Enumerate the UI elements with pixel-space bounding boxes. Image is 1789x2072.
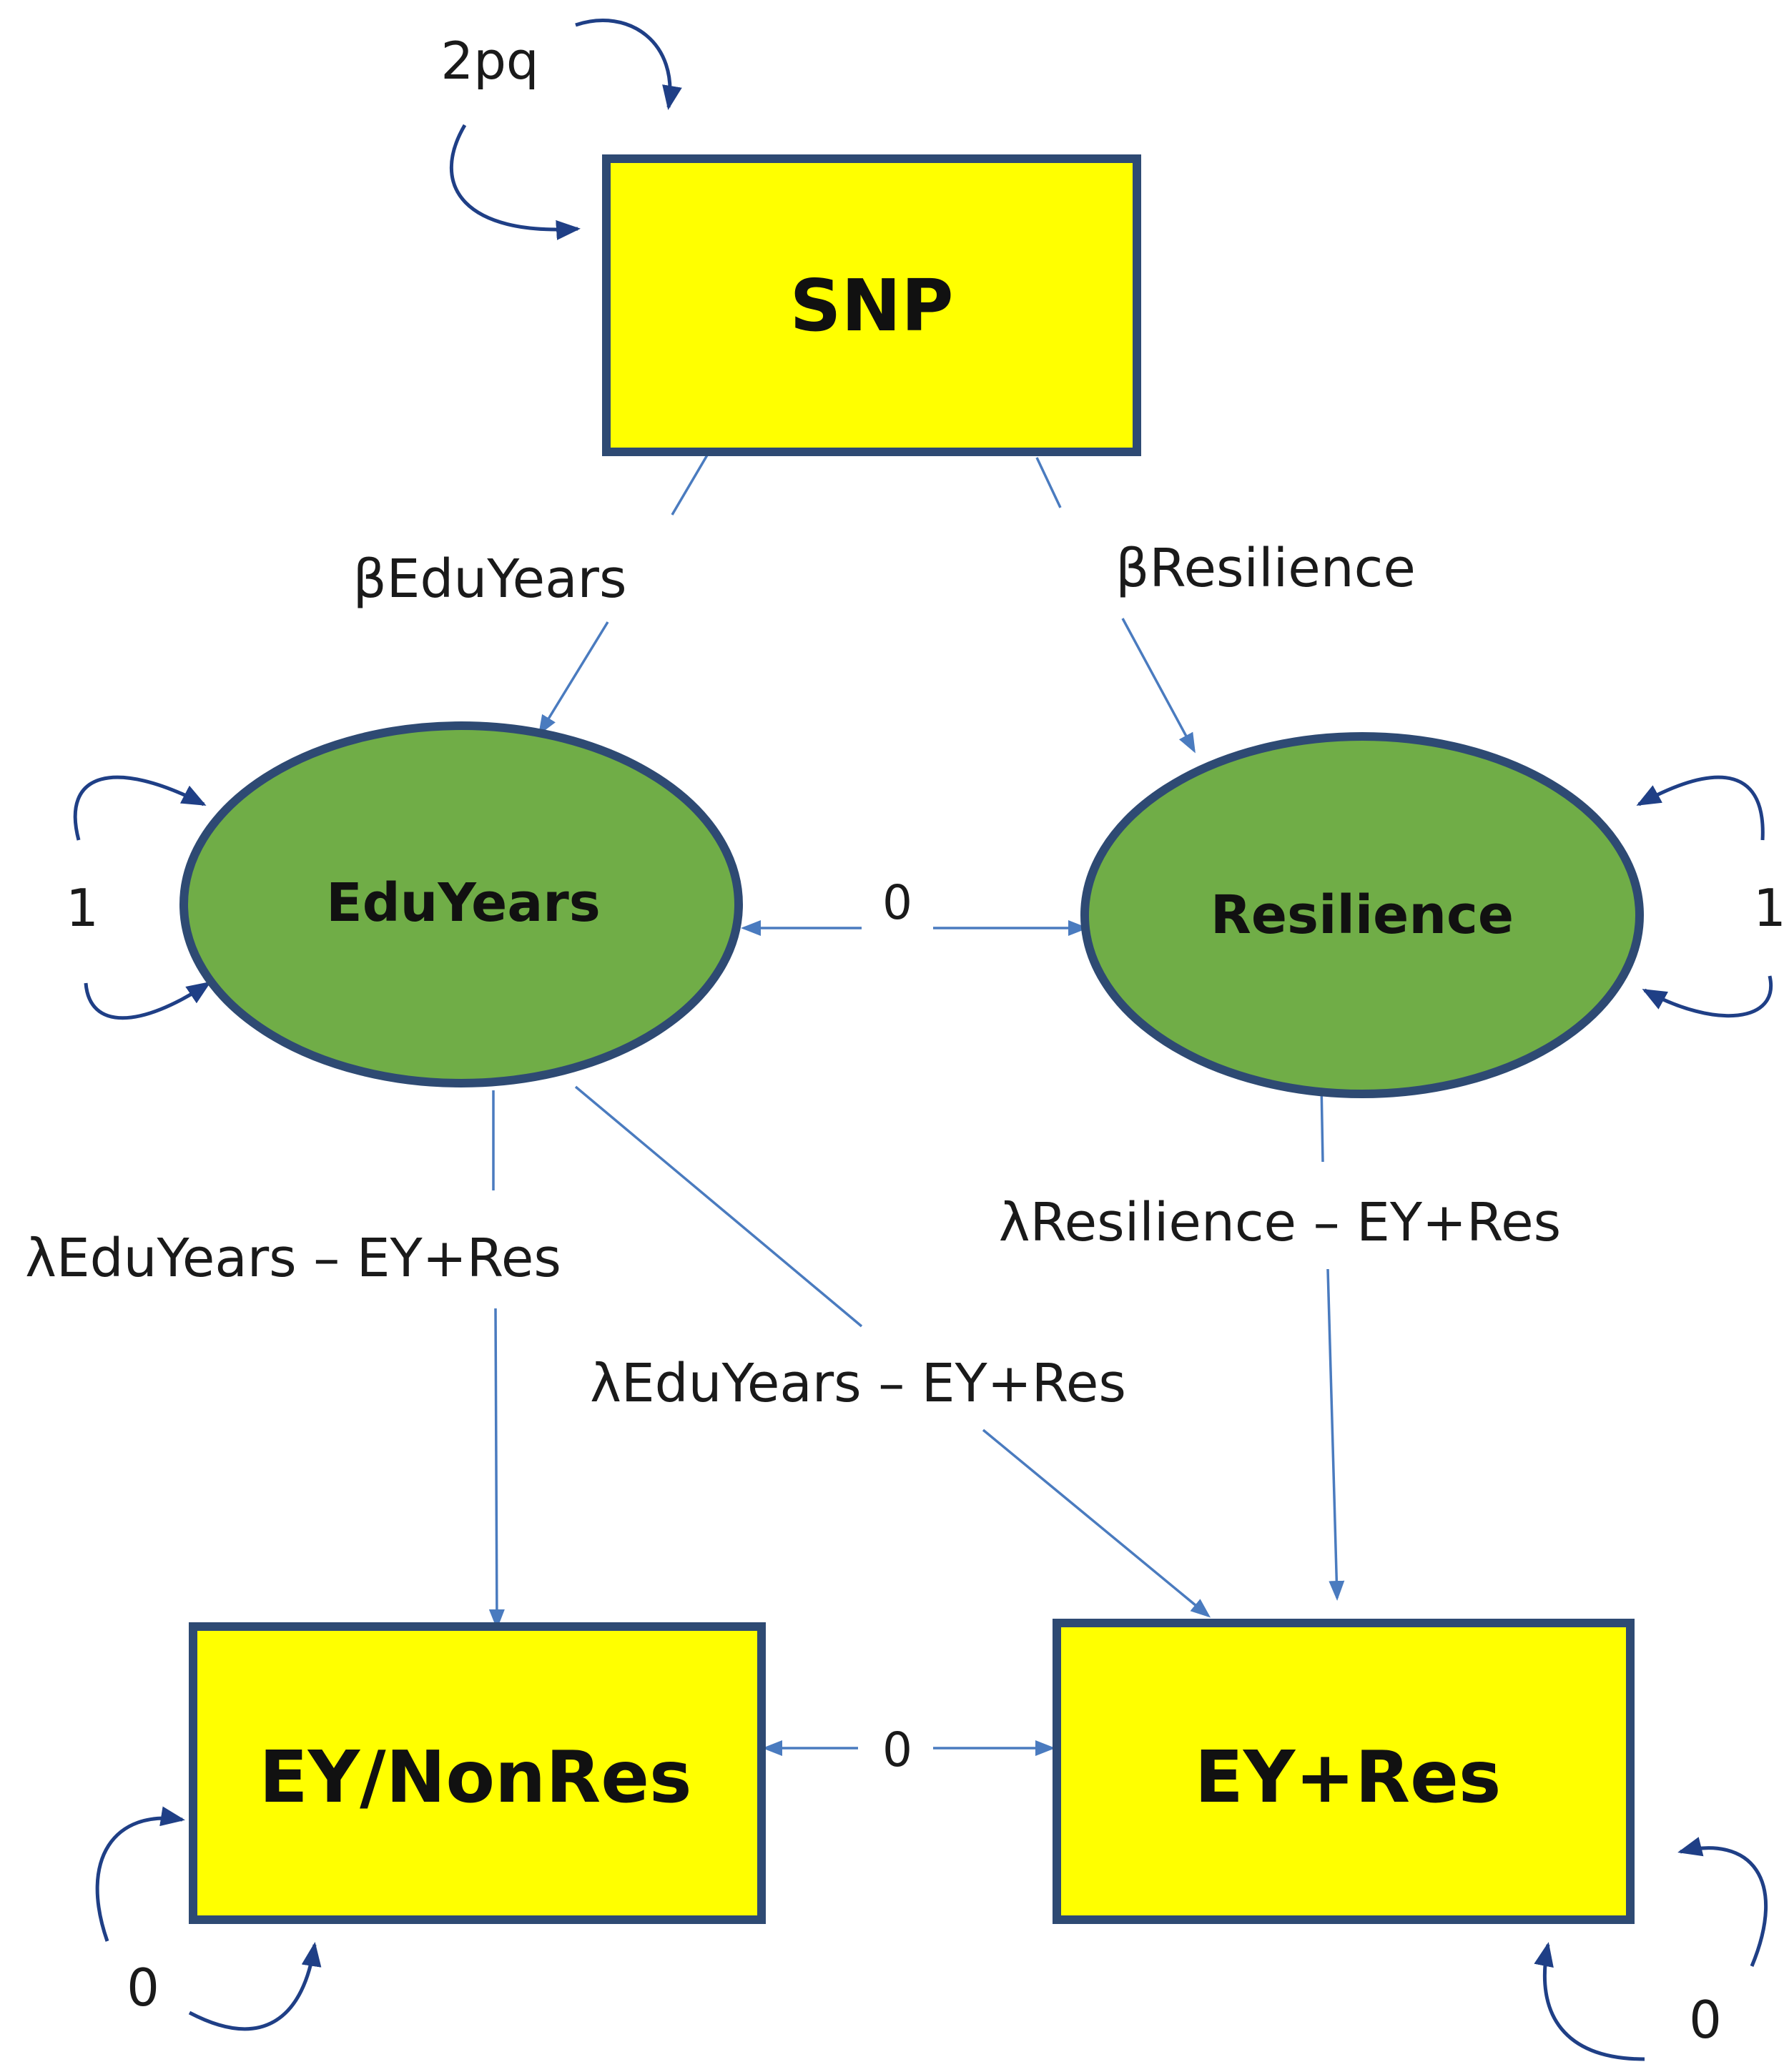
snp-variance-arrows bbox=[449, 19, 682, 240]
eduyears-variance-arrows bbox=[73, 775, 212, 1020]
ey-nonres-node: EY/NonRes bbox=[189, 1622, 766, 1924]
snp-node-label: SNP bbox=[789, 264, 953, 347]
snp-node: SNP bbox=[602, 154, 1141, 456]
ey-res-variance-arrows bbox=[1534, 1837, 1768, 2061]
path-snp-eduyears bbox=[538, 453, 709, 736]
resilience-node-label: Resilience bbox=[1211, 884, 1514, 946]
resilience-variance-label: 1 bbox=[1753, 878, 1786, 938]
path-resilience-ey-res bbox=[1320, 1082, 1345, 1601]
eduyears-node-label: EduYears bbox=[326, 872, 601, 934]
snp-variance-label: 2pq bbox=[440, 31, 538, 91]
ey-res-node: EY+Res bbox=[1053, 1619, 1635, 1924]
eduyears-node: EduYears bbox=[179, 721, 743, 1087]
ey-res-node-label: EY+Res bbox=[1195, 1735, 1502, 1819]
latent-covariance-label: 0 bbox=[882, 875, 912, 930]
ey-nonres-variance-label: 0 bbox=[127, 1958, 159, 2018]
observed-covariance-label: 0 bbox=[882, 1722, 912, 1777]
path-eduyears-ey-res bbox=[574, 1085, 1211, 1618]
ey-nonres-node-label: EY/NonRes bbox=[259, 1735, 691, 1819]
lambda-resilience-res-label: λResilience – EY+Res bbox=[999, 1192, 1561, 1253]
ey-res-variance-label: 0 bbox=[1689, 1990, 1722, 2050]
resilience-variance-arrows bbox=[1636, 775, 1773, 1018]
beta-eduyears-label: βEduYears bbox=[353, 548, 626, 610]
eduyears-variance-label: 1 bbox=[66, 878, 99, 938]
lambda-eduyears-res-label: λEduYears – EY+Res bbox=[590, 1353, 1126, 1414]
beta-resilience-label: βResilience bbox=[1115, 538, 1416, 599]
ey-nonres-variance-arrows bbox=[95, 1806, 322, 2031]
lambda-eduyears-nonres-label: λEduYears – EY+Res bbox=[25, 1228, 561, 1289]
path-snp-resilience bbox=[1035, 457, 1196, 754]
resilience-node: Resilience bbox=[1080, 732, 1644, 1098]
path-eduyears-ey-nonres bbox=[488, 1090, 505, 1629]
